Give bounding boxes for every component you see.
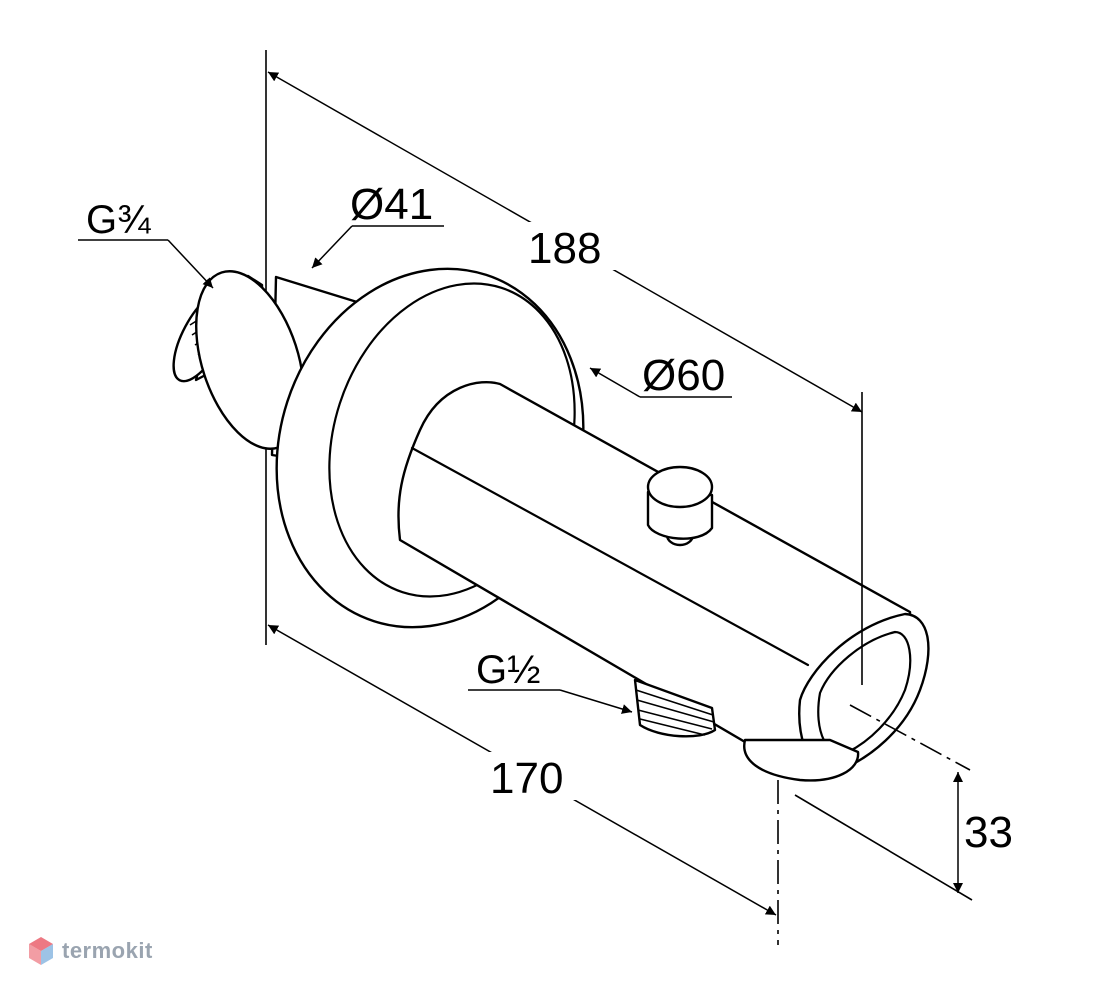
outlet-thread-leader bbox=[559, 689, 633, 714]
dimension-33-label: 33 bbox=[964, 808, 1013, 857]
outlet-thread-label: G½ bbox=[476, 648, 540, 692]
flange-diameter-leader bbox=[589, 367, 641, 398]
neck-diameter-label: Ø41 bbox=[350, 180, 433, 229]
inlet-thread-label: G¾ bbox=[86, 198, 151, 242]
inlet-thread-leader bbox=[167, 239, 214, 289]
cube-logo-icon bbox=[29, 937, 53, 965]
dimension-188-label: 188 bbox=[528, 224, 601, 273]
watermark: termokit bbox=[28, 936, 153, 966]
outlet-centerline-horizontal bbox=[849, 704, 971, 771]
dimension-33-extension bbox=[794, 794, 973, 901]
flange-diameter-label: Ø60 bbox=[642, 351, 725, 400]
neck-diameter-leader bbox=[311, 225, 353, 269]
watermark-brand: termokit bbox=[62, 938, 153, 963]
spout-body bbox=[397, 380, 930, 782]
dimension-170-label: 170 bbox=[490, 754, 563, 803]
diverter-knob bbox=[646, 465, 714, 547]
